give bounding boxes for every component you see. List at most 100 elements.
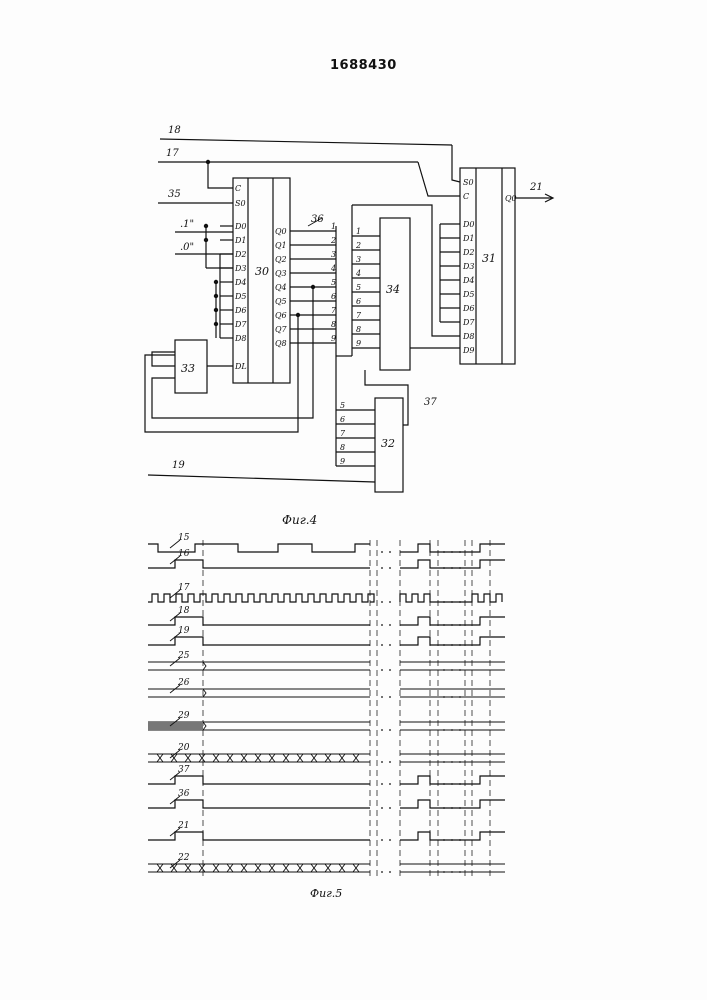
block-30-input-label: D4 (234, 278, 247, 287)
trace-36-label: 36 (178, 789, 190, 799)
break-dot (389, 601, 391, 603)
figure-4-caption: Фиг.4 (282, 513, 317, 527)
break-dot (389, 644, 391, 646)
block-34-input-number: 1 (356, 227, 361, 236)
signal-18-label: 18 (168, 125, 181, 136)
block-31-input-label: D8 (462, 332, 475, 341)
bus-transition (174, 754, 177, 762)
bus-transition (258, 754, 261, 762)
hatched-region (148, 722, 203, 730)
block-30-input-label: D6 (234, 306, 247, 315)
block-34-number: 34 (386, 283, 400, 296)
block-30-input-label: D8 (234, 334, 247, 343)
bus-transition (356, 864, 359, 872)
block-31-input-label: D0 (462, 220, 475, 229)
block-30-output-label: Q2 (275, 255, 287, 264)
bus-transition (300, 864, 303, 872)
block-31-input-label: D4 (462, 276, 475, 285)
bus-transition (216, 864, 219, 872)
junction-dot (204, 224, 208, 228)
bus-transition (342, 864, 345, 872)
block-32-number: 32 (381, 437, 395, 450)
break-dot (389, 871, 391, 873)
bus-transition (202, 864, 205, 872)
block-31-input-label: D7 (462, 318, 475, 327)
signal-35-label: 35 (168, 189, 181, 200)
break-dot (389, 567, 391, 569)
bus-transition (174, 864, 177, 872)
break-dot (389, 729, 391, 731)
trace-21-wave (148, 832, 370, 840)
block-31-input-label: D6 (462, 304, 475, 313)
bus-transition (188, 864, 191, 872)
trace-15-label: 15 (178, 533, 190, 543)
trace-19-wave (148, 637, 370, 645)
block-30-output-label: Q8 (275, 339, 287, 348)
trace-26-label: 26 (177, 678, 190, 688)
trace-17-clock-2 (400, 594, 502, 602)
signal-17-label: 17 (166, 148, 179, 159)
bus-transition (160, 864, 163, 872)
block-34-input-number: 5 (356, 283, 361, 292)
block-30-output-label: Q4 (275, 283, 287, 292)
bus-transition (286, 864, 289, 872)
block-34-input-number: 9 (356, 339, 361, 348)
route-to-31-D8 (352, 205, 460, 336)
bus-number-2: 2 (330, 236, 336, 245)
block-34-input-number: 8 (356, 325, 361, 334)
break-dot (381, 729, 383, 731)
break-dot (381, 567, 383, 569)
trace-15-leader (170, 540, 180, 548)
block-32-input-number: 8 (340, 443, 345, 452)
bus-transition (244, 754, 247, 762)
bus-transition (272, 864, 275, 872)
break-dot (389, 783, 391, 785)
block-31-output-label: Q0 (505, 194, 517, 203)
break-dot (389, 551, 391, 553)
bus-number-9: 9 (331, 334, 336, 343)
signal-19-line (148, 475, 375, 482)
block-32-input-number: 5 (340, 401, 345, 410)
block-31-input-label: D2 (462, 248, 475, 257)
block-30-input-label: D3 (234, 264, 247, 273)
break-dot (381, 839, 383, 841)
block-34-input-number: 7 (356, 311, 362, 320)
signal-19-label: 19 (172, 460, 185, 471)
block-32-input-number: 9 (340, 457, 345, 466)
block-30-input-label: D5 (234, 292, 247, 301)
trace-18-label: 18 (178, 606, 190, 616)
block-30-input-label: D1 (234, 236, 247, 245)
trace-19-wave-2 (400, 637, 505, 645)
break-dot (389, 669, 391, 671)
block-30-input-label: DL (234, 362, 247, 371)
trace-22-label: 22 (177, 853, 190, 863)
break-dot (389, 624, 391, 626)
block-31-input-label: D9 (462, 346, 475, 355)
block-31-input-label: S0 (463, 178, 474, 187)
block-30-input-label: D0 (234, 222, 247, 231)
bus-number-6: 6 (331, 292, 336, 301)
signal-37-label: 37 (424, 397, 437, 408)
bus-number-4: 4 (330, 264, 336, 273)
bus-transition (314, 754, 317, 762)
break-dot (381, 696, 383, 698)
block-33-number: 33 (181, 362, 195, 375)
bus-transition (342, 754, 345, 762)
bus-transition (300, 754, 303, 762)
trace-18-wave-2 (400, 617, 505, 625)
break-dot (381, 807, 383, 809)
trace-37-wave-2 (400, 776, 505, 784)
figure-5-caption: Фиг.5 (310, 887, 342, 900)
trace-15-wave-2 (400, 544, 505, 552)
trace-18-wave (148, 617, 370, 625)
block-34-input-number: 6 (356, 297, 361, 306)
bus-transition (328, 864, 331, 872)
break-dot (381, 871, 383, 873)
bus-number-1: 1 (331, 222, 336, 231)
block-34-input-number: 4 (355, 269, 361, 278)
signal-17-to-30-C (208, 162, 233, 188)
output-21-label: 21 (529, 182, 543, 193)
bus-transition (188, 754, 191, 762)
break-dot (389, 807, 391, 809)
